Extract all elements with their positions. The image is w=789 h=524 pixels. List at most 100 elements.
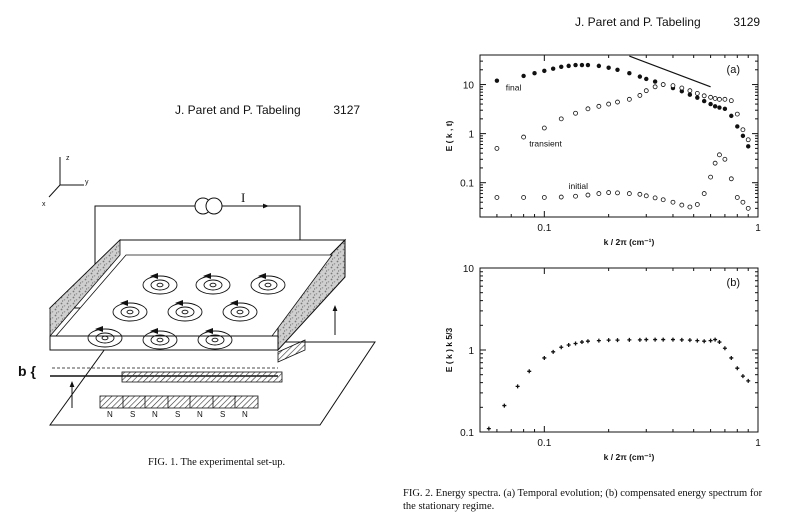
data-point-initial: [734, 195, 740, 200]
data-point-final: [708, 101, 713, 107]
layer-thickness-label: b {: [18, 363, 36, 379]
data-point-initial: [740, 199, 746, 205]
data-point-final: [687, 92, 693, 97]
data-point-transient: [728, 98, 734, 104]
data-point-final: [712, 104, 718, 109]
data-point-initial: [694, 202, 700, 207]
magnet-row-back: [277, 339, 306, 363]
data-point-initial: [728, 176, 734, 182]
data-point-transient: [694, 91, 700, 96]
magnet-row-front-dividers: [122, 396, 236, 408]
plot-frame: [479, 267, 759, 433]
data-point-final: [627, 71, 632, 76]
x-tick-label: 0.1: [537, 438, 551, 449]
data-point: [670, 337, 675, 342]
data-point-initial: [722, 156, 728, 162]
fig1-setup-diagram: z y x I N: [18, 155, 376, 426]
data-point-transient: [722, 96, 728, 102]
data-point: [596, 338, 601, 343]
data-point: [702, 339, 707, 344]
cell-front-wall: [49, 335, 279, 351]
slope-reference-line: [629, 55, 711, 88]
magnet-row-middle: [121, 371, 283, 383]
data-point: [579, 340, 584, 345]
data-point-transient: [494, 145, 500, 151]
pole-label: N: [197, 410, 203, 419]
y-axis-label: E ( k , t): [444, 120, 454, 151]
data-point: [606, 338, 611, 343]
axis-z-label: z: [66, 155, 70, 162]
data-point: [627, 337, 632, 342]
data-point: [740, 374, 745, 379]
data-point-initial: [717, 152, 722, 158]
axis-y-label: y: [85, 179, 89, 186]
vortex-grid: [87, 275, 286, 350]
y-tick-label: 1: [468, 346, 474, 357]
x-axis-label: k / 2π (cm⁻¹): [604, 452, 655, 462]
series-label-transient: transient: [529, 138, 562, 148]
data-point-initial: [652, 195, 658, 201]
y-tick-label: 0.1: [460, 428, 474, 439]
data-point-transient: [606, 101, 612, 107]
data-point: [653, 337, 658, 342]
pole-label: N: [152, 410, 158, 419]
data-point-initial: [606, 190, 612, 195]
data-point-transient: [521, 134, 527, 140]
data-point-initial: [687, 204, 693, 210]
data-point-initial: [596, 191, 602, 196]
data-point: [585, 339, 590, 344]
data-point: [637, 337, 642, 342]
data-point-transient: [573, 110, 578, 116]
data-point: [746, 378, 751, 383]
current-source-icon-b: [205, 197, 223, 215]
fig2-caption: FIG. 2. Energy spectra. (a) Temporal evo…: [403, 488, 763, 512]
data-point-initial: [745, 205, 751, 211]
panel-label: (b): [727, 277, 740, 289]
data-point: [729, 355, 734, 360]
data-point-initial: [670, 199, 676, 205]
data-point-transient: [717, 96, 722, 102]
data-point-final: [596, 63, 602, 69]
data-point-transient: [643, 88, 649, 94]
data-point-transient: [660, 82, 666, 87]
data-point: [695, 338, 700, 343]
data-point-final: [606, 65, 611, 70]
data-point-final: [550, 66, 556, 71]
data-point: [661, 337, 666, 342]
data-point-transient: [637, 93, 643, 98]
pole-label: S: [130, 410, 135, 419]
data-point-transient: [740, 127, 746, 133]
data-point-transient: [585, 106, 591, 112]
panel-label: (a): [727, 64, 740, 76]
data-point-final: [735, 124, 740, 129]
y-axis-label: E ( k ) k 5/3: [444, 328, 454, 373]
data-point-initial: [558, 194, 564, 200]
data-point-transient: [734, 111, 740, 117]
series-label-initial: initial: [569, 181, 588, 191]
data-point: [515, 384, 520, 389]
data-point: [679, 337, 684, 342]
magnet-pole-labels: N S N S N S N: [107, 410, 248, 419]
data-point-initial: [712, 160, 718, 166]
x-tick-label: 1: [755, 438, 761, 449]
data-point-transient: [626, 96, 632, 102]
data-point-final: [542, 68, 547, 74]
pole-label: S: [175, 410, 180, 419]
y-tick-label: 1: [468, 130, 474, 141]
data-point-initial: [679, 202, 685, 208]
vortex-arrows: [95, 273, 266, 334]
data-point-final: [637, 74, 643, 79]
data-point: [527, 369, 532, 374]
y-tick-label: 0.1: [460, 179, 474, 190]
data-point-transient: [712, 96, 718, 101]
data-point-initial: [573, 193, 578, 199]
data-point-final: [532, 71, 537, 76]
left-header-authors: J. Paret and P. Tabeling: [175, 103, 301, 117]
data-point-transient: [670, 83, 676, 89]
data-point-final: [566, 63, 571, 69]
data-point-final: [729, 113, 734, 119]
data-point: [717, 340, 722, 345]
data-point: [559, 345, 564, 350]
